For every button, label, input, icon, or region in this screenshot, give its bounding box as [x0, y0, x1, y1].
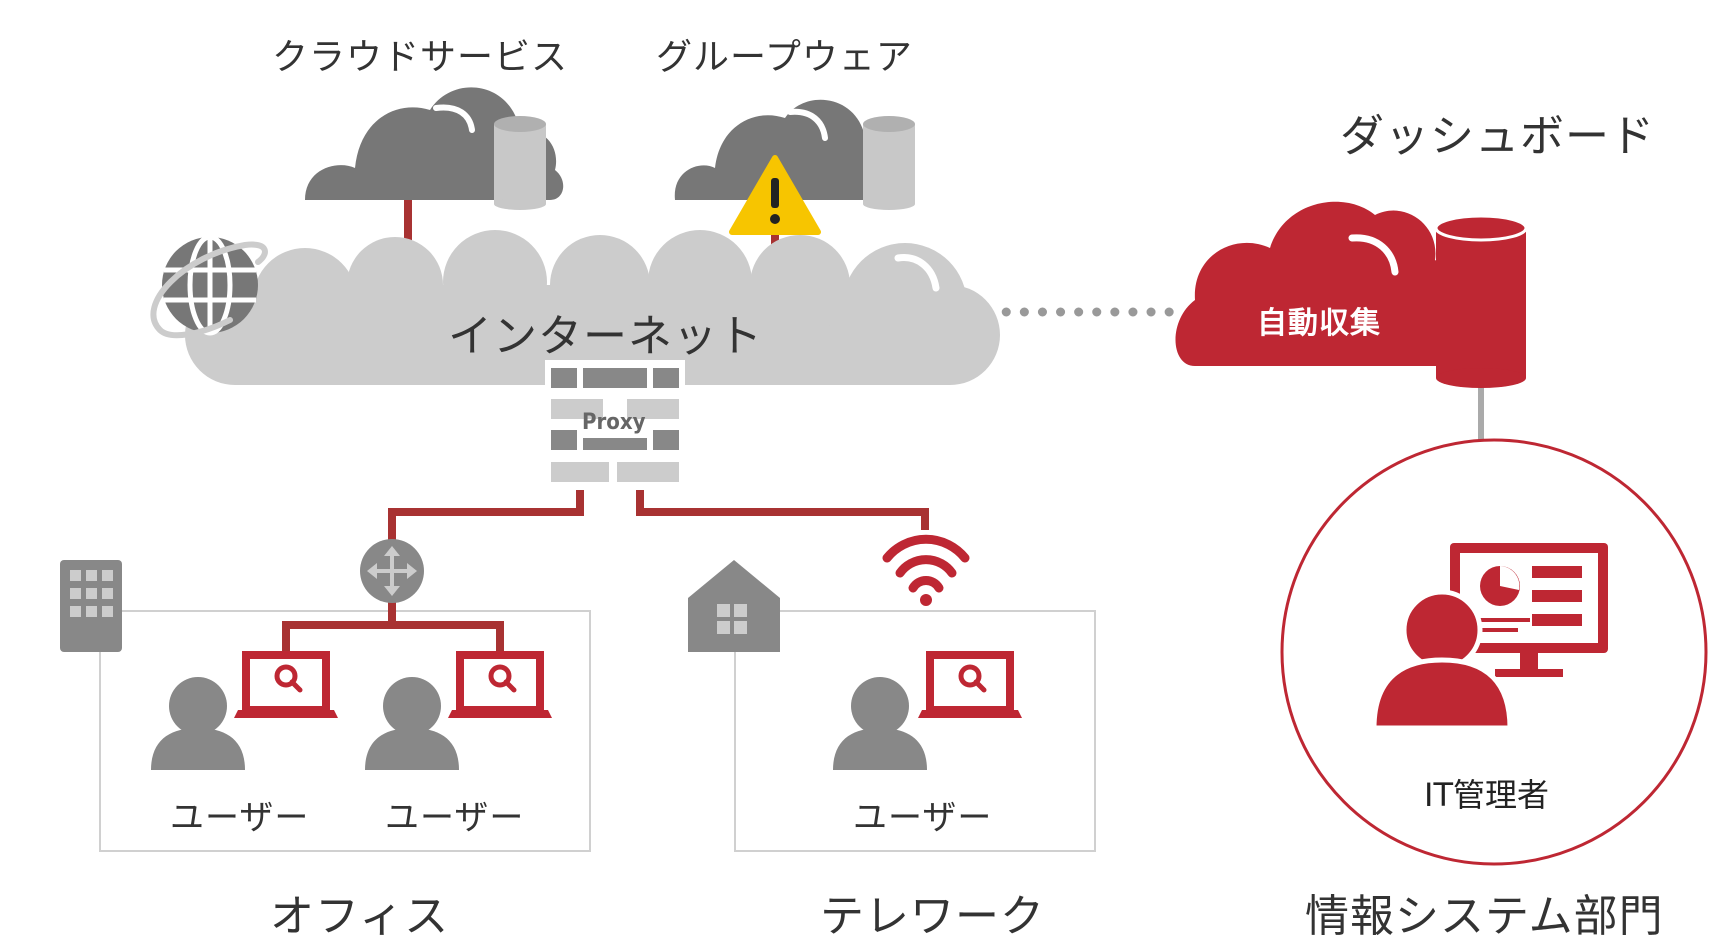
laptop-search-icon — [918, 651, 1022, 718]
groupware-label: グループウェア — [656, 37, 913, 78]
proxy-label: Proxy — [582, 410, 646, 435]
internet-cloud — [185, 230, 1000, 385]
user-icon — [365, 677, 459, 770]
database-icon — [863, 116, 915, 210]
database-icon — [1434, 214, 1528, 388]
cloud-services-label: クラウドサービス — [272, 37, 569, 78]
laptop-search-icon — [448, 651, 552, 718]
office-box — [99, 610, 591, 852]
wifi-dot — [920, 594, 932, 606]
auto-collect-label: 自動収集 — [1257, 306, 1381, 341]
it-admin-label: IT管理者 — [1424, 776, 1549, 814]
dashboard-label: ダッシュボード — [1340, 111, 1655, 162]
router-icon — [360, 539, 424, 603]
firewall-icon — [545, 360, 685, 488]
dashboard-cloud-icon — [1175, 201, 1450, 366]
user-icon — [833, 677, 927, 770]
database-icon — [494, 116, 546, 210]
telework-label: テレワーク — [820, 891, 1045, 942]
globe-icon — [150, 234, 268, 339]
wifi-icon — [882, 534, 970, 593]
user-icon — [151, 677, 245, 770]
groupware-cloud-icon — [674, 99, 900, 200]
warning-icon — [729, 155, 821, 235]
user-icon — [1371, 589, 1513, 731]
user-label: ユーザー — [385, 798, 525, 838]
user-label: ユーザー — [170, 798, 310, 838]
cloud-highlight — [894, 254, 940, 292]
office-label: オフィス — [270, 891, 450, 942]
house-icon — [688, 560, 780, 652]
it-department-label: 情報システム部門 — [1305, 891, 1664, 942]
internet-label: インターネット — [448, 311, 763, 362]
laptop-search-icon — [234, 651, 338, 718]
monitor-chart-icon — [1450, 543, 1608, 677]
telework-box — [734, 610, 1096, 852]
user-label: ユーザー — [853, 798, 993, 838]
building-icon — [60, 560, 122, 652]
